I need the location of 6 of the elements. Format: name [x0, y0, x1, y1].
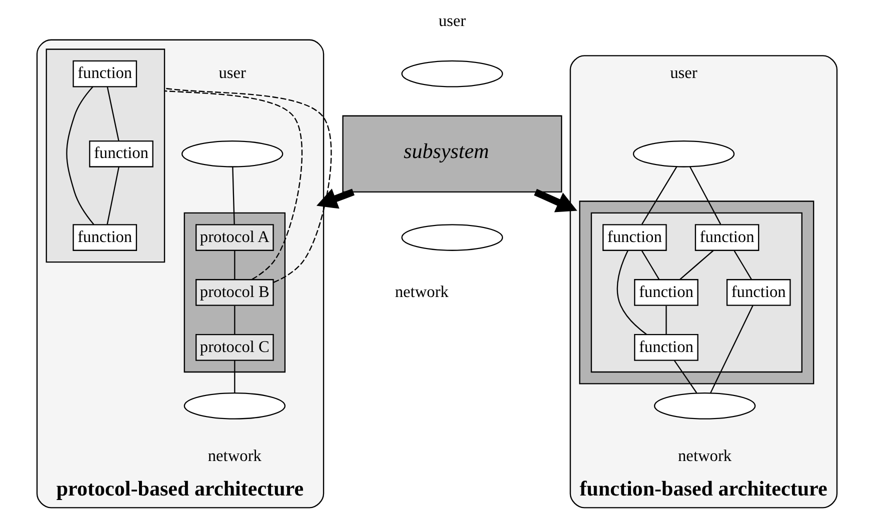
node-label: user: [218, 63, 246, 82]
node-label: user: [670, 63, 698, 82]
node-label: network: [678, 446, 732, 466]
node-label: network: [394, 282, 449, 301]
node-label: user: [438, 11, 466, 30]
node-label: network: [208, 446, 262, 466]
